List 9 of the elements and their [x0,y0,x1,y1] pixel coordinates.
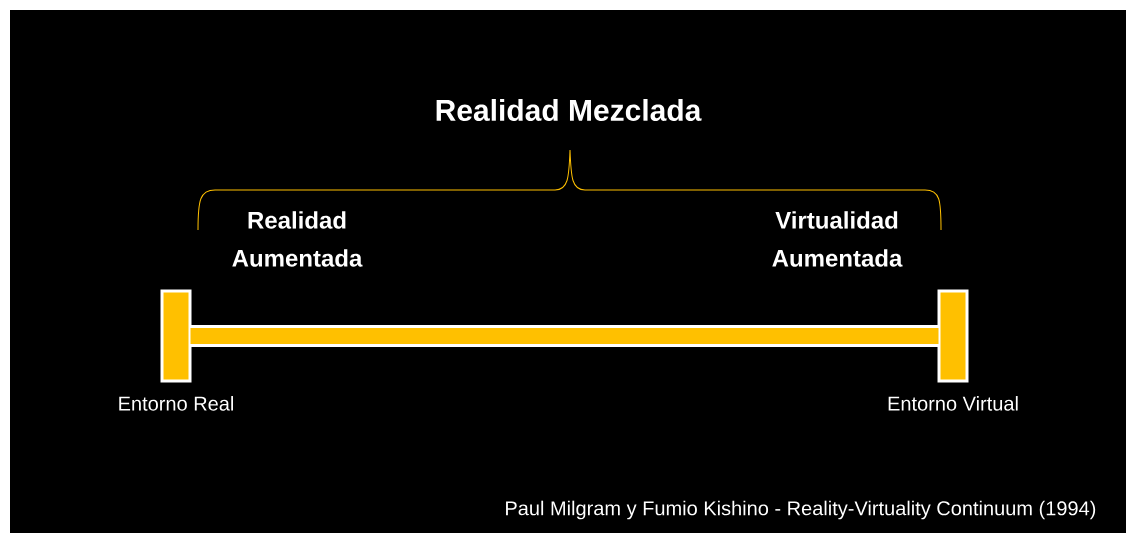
end-label: Entorno Real [119,396,233,411]
end-bar [937,289,969,383]
region-label: Virtualidad Aumentada [772,211,903,267]
caption: Paul Milgram y Fumio Kishino - Reality-Virtuality Continuum (1994) [506,500,1096,520]
end-label: Entorno Virtual [888,396,1018,411]
region-label: Realidad Aumentada [232,211,363,267]
end-bar [160,289,192,383]
title: Realidad Mezclada [436,99,702,121]
continuum-bar [190,325,939,347]
